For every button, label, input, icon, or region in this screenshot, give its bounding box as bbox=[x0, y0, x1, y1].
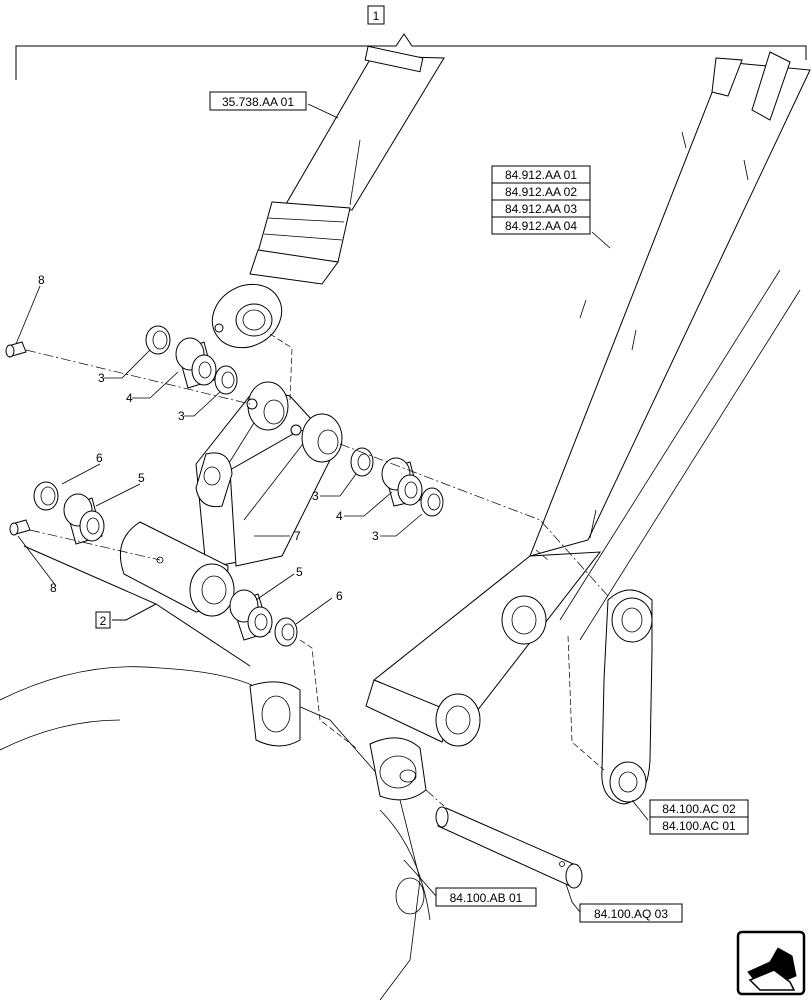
part-number-5b: 5 bbox=[296, 565, 303, 579]
part-number-5a: 5 bbox=[138, 471, 145, 485]
part-number-7: 7 bbox=[294, 529, 301, 543]
hydraulic-cylinder bbox=[211, 45, 445, 349]
bushing-5b bbox=[229, 589, 273, 641]
part-number-4b: 4 bbox=[336, 509, 343, 523]
washer-6b bbox=[274, 617, 298, 647]
ref-arm-2-label: 84.912.AA 02 bbox=[505, 185, 577, 199]
pivot-pin bbox=[435, 806, 583, 889]
washer-3d bbox=[420, 487, 444, 517]
ref-link-1[interactable]: 84.100.AC 02 bbox=[649, 799, 749, 818]
assembly-bracket: 1 bbox=[15, 5, 807, 80]
part-number-6b: 6 bbox=[336, 589, 343, 603]
ref-arm-4-label: 84.912.AA 04 bbox=[505, 219, 577, 233]
part-number-6a: 6 bbox=[96, 451, 103, 465]
ref-link-1-label: 84.100.AC 02 bbox=[662, 802, 736, 816]
ref-link-2-label: 84.100.AC 01 bbox=[662, 819, 736, 833]
ref-link-2[interactable]: 84.100.AC 01 bbox=[649, 816, 749, 835]
washer-6a bbox=[33, 481, 59, 511]
ref-cylinder-label: 35.738.AA 01 bbox=[222, 95, 294, 109]
part-number-3d: 3 bbox=[372, 529, 379, 543]
bushing-4b bbox=[381, 457, 423, 507]
part-number-3a: 3 bbox=[98, 371, 105, 385]
ref-arm-2[interactable]: 84.912.AA 02 bbox=[491, 182, 591, 201]
ref-arm-group: 84.912.AA 01 84.912.AA 02 84.912.AA 03 8… bbox=[491, 165, 591, 235]
assembly-label: 1 bbox=[373, 9, 380, 23]
assembly-lines bbox=[25, 333, 609, 807]
part-number-3c: 3 bbox=[312, 489, 319, 503]
arrow-next-icon[interactable] bbox=[736, 930, 806, 996]
part-number-4a: 4 bbox=[126, 391, 133, 405]
ref-bucket-label: 84.100.AB 01 bbox=[450, 891, 523, 905]
ref-bucket[interactable]: 84.100.AB 01 bbox=[435, 887, 537, 907]
connecting-link bbox=[601, 589, 653, 805]
bushing-4a bbox=[175, 337, 217, 389]
bucket bbox=[0, 666, 431, 1000]
ref-arm-3-label: 84.912.AA 03 bbox=[505, 202, 577, 216]
ref-arm-4[interactable]: 84.912.AA 04 bbox=[491, 216, 591, 235]
washer-3a bbox=[145, 325, 171, 355]
leader-lines bbox=[15, 103, 649, 913]
subassembly-label: 2 bbox=[100, 614, 107, 628]
part-number-3b: 3 bbox=[178, 409, 185, 423]
ref-cylinder[interactable]: 35.738.AA 01 bbox=[209, 91, 307, 111]
ref-arm-1-label: 84.912.AA 01 bbox=[505, 168, 577, 182]
grease-fitting-8a bbox=[5, 341, 27, 358]
bushing-5a bbox=[63, 493, 105, 545]
grease-fitting-8b bbox=[9, 519, 31, 536]
rocker-lever bbox=[119, 381, 343, 617]
part-number-8a: 8 bbox=[38, 273, 45, 287]
washer-3c bbox=[350, 447, 374, 477]
ref-arm-1[interactable]: 84.912.AA 01 bbox=[491, 165, 591, 184]
washer-3b bbox=[214, 365, 238, 395]
ref-pin[interactable]: 84.100.AQ 03 bbox=[579, 903, 683, 923]
arm bbox=[365, 51, 811, 747]
ref-arm-3[interactable]: 84.912.AA 03 bbox=[491, 199, 591, 218]
ref-link-group: 84.100.AC 02 84.100.AC 01 bbox=[649, 799, 749, 835]
part-number-8b: 8 bbox=[50, 581, 57, 595]
ref-pin-label: 84.100.AQ 03 bbox=[594, 907, 668, 921]
subassembly-label-box: 2 bbox=[95, 611, 111, 629]
part-number-labels: 3 4 3 6 5 8 8 3 4 3 7 5 6 bbox=[38, 273, 379, 603]
